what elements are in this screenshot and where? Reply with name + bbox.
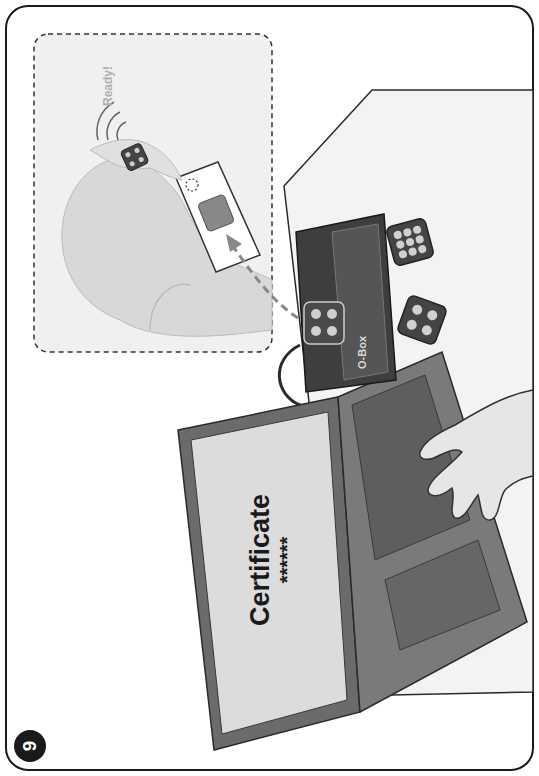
step-number: 9	[19, 741, 41, 752]
card	[176, 162, 260, 272]
remote-nine-button	[386, 218, 435, 267]
signal-waves	[97, 102, 126, 140]
laptop-screen	[191, 412, 347, 734]
inset-frame	[34, 34, 272, 352]
hand	[420, 390, 533, 520]
remote-four-button	[396, 294, 447, 345]
laptop-lid	[178, 397, 360, 750]
status-text: Ready!	[102, 66, 116, 106]
device-name: O-Box	[356, 336, 369, 369]
o-box-label-area: O-Box	[342, 225, 382, 375]
inset-hand	[90, 140, 182, 180]
person-silhouette	[62, 158, 272, 337]
step-badge	[14, 730, 46, 762]
transfer-arrow	[232, 245, 298, 318]
transfer-arrowhead	[226, 234, 242, 252]
o-box-device	[296, 214, 396, 392]
laptop-screen-area: Certificate******	[217, 420, 327, 700]
screen-password: ******	[276, 537, 299, 584]
card-hole	[186, 179, 198, 191]
ear-outline	[150, 284, 190, 330]
frame	[6, 6, 533, 770]
remote-on-box	[304, 302, 344, 344]
screen-title: Certificate	[245, 494, 276, 626]
touchpad	[385, 540, 500, 650]
inset-remote	[120, 142, 149, 171]
card-remote-slot	[197, 194, 234, 232]
